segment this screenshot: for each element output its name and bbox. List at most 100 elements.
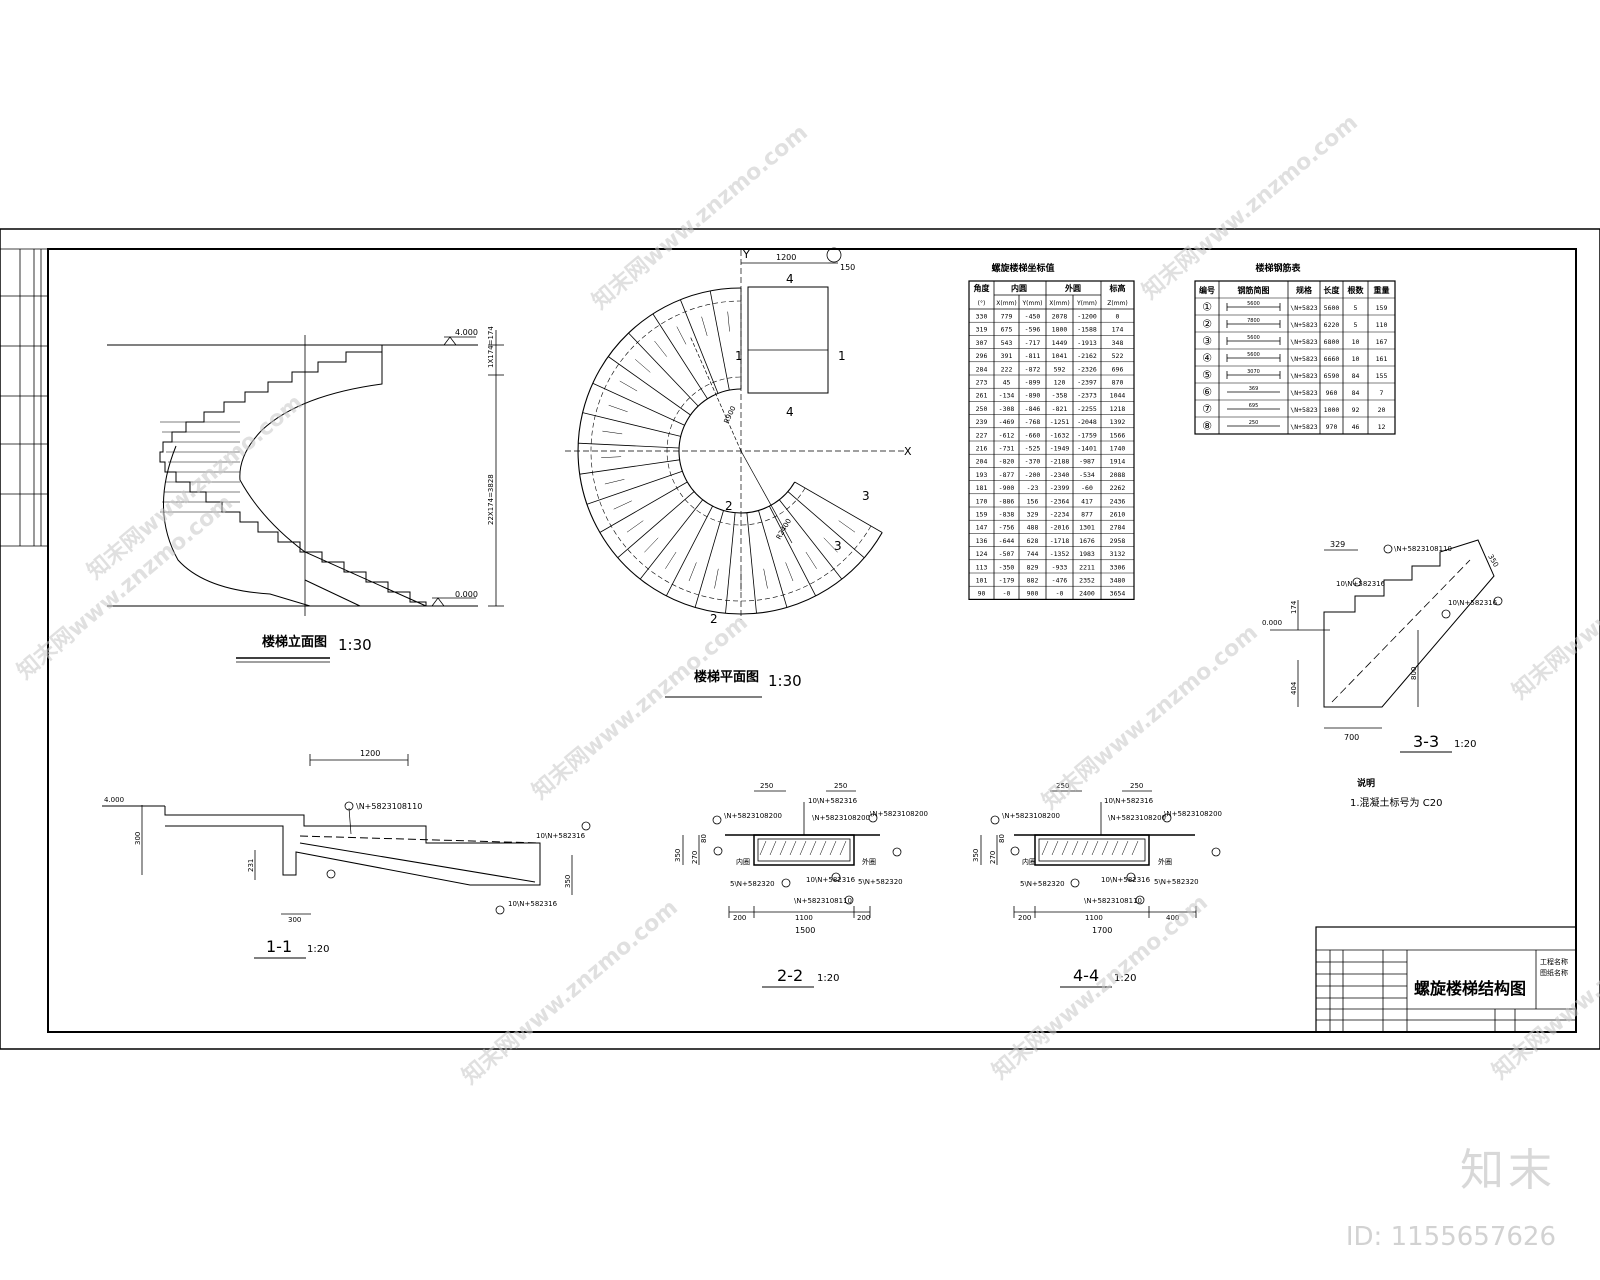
svg-text:1: 1	[838, 349, 846, 363]
brand-id: ID: 1155657626	[1345, 1222, 1556, 1252]
coord-cell: -200	[1025, 471, 1041, 479]
coord-cell: 120	[1054, 379, 1066, 387]
section-4-4-dim-total: 1700	[1092, 926, 1112, 935]
section-3-3-rebar-right: 10\N+582316	[1448, 599, 1498, 607]
coord-cell: -1632	[1050, 431, 1070, 439]
coord-cell: 829	[1027, 563, 1039, 571]
svg-text:\N+5823108200: \N+5823108200	[1108, 814, 1166, 822]
section-1-1-scale: 1:20	[307, 944, 329, 955]
rebar-number: ①	[1202, 301, 1212, 314]
section-3-3-rebar-top: \N+5823108110	[1394, 545, 1452, 553]
coord-cell: 159	[976, 511, 988, 519]
coord-cell: -350	[999, 563, 1015, 571]
coord-cell: -2188	[1050, 458, 1070, 466]
rebar-cell: 5600	[1324, 304, 1340, 312]
rebar-sketch-label: 5600	[1247, 335, 1260, 341]
rebar-cell: 46	[1352, 423, 1360, 431]
coord-cell: 1392	[1110, 418, 1126, 426]
coord-cell: -476	[1052, 577, 1068, 585]
coord-cell: -1401	[1077, 445, 1097, 453]
svg-text:5\N+582320: 5\N+582320	[1020, 880, 1065, 888]
section-3-3-scale: 1:20	[1454, 739, 1476, 750]
coord-cell: -820	[999, 458, 1015, 466]
title-block-sheet: 图纸名称	[1540, 968, 1568, 977]
watermark-text: 知末网www.znzmo.com	[527, 609, 753, 804]
plan-section-marks: 1 1 2 2 3 3 4 4	[710, 272, 870, 626]
rebar-cell: 7	[1380, 389, 1384, 397]
coord-cell: -821	[1052, 405, 1068, 413]
coord-cell: 113	[976, 563, 988, 571]
rebar-cell: 5	[1354, 304, 1358, 312]
coord-cell: -2162	[1077, 352, 1097, 360]
rebar-number: ⑥	[1202, 386, 1212, 399]
plan-view	[565, 247, 905, 620]
watermark-text: 知末网www.znzmo.com	[82, 389, 308, 584]
coord-cell: -60	[1081, 484, 1093, 492]
section-4-4-title: 4-4	[1073, 966, 1099, 985]
left-strip	[0, 248, 48, 547]
inner-frame	[47, 248, 1577, 1033]
plan-dim-1200: 1200	[776, 253, 796, 262]
rebar-cell: 167	[1376, 338, 1388, 346]
coord-cell: -644	[999, 537, 1015, 545]
coord-cell: 45	[1003, 379, 1011, 387]
section-4-4-dim-80: 80	[998, 834, 1006, 843]
coord-cell: 696	[1112, 365, 1124, 373]
elevation-scale: 1:30	[338, 636, 372, 654]
coord-cell: -811	[1025, 352, 1041, 360]
coord-cell: 2352	[1079, 577, 1095, 585]
section-4-4-dim-200: 200	[1018, 914, 1031, 922]
section-3-3-dim-174: 174	[1290, 600, 1298, 614]
svg-text:内圈: 内圈	[1022, 857, 1036, 866]
title-block-project: 工程名称	[1540, 957, 1568, 966]
coord-cell: -525	[1025, 445, 1041, 453]
section-3-3-level: 0.000	[1262, 619, 1282, 627]
coord-cell: 2211	[1079, 563, 1095, 571]
rebar-header: 重量	[1374, 285, 1390, 295]
coord-cell: 1800	[1052, 326, 1068, 334]
section-3-3-dim-700: 700	[1344, 733, 1359, 742]
coord-cell: 592	[1054, 365, 1066, 373]
rebar-sketch-label: 7800	[1247, 318, 1260, 324]
coord-cell: -1200	[1077, 313, 1097, 321]
coord-cell: 348	[1112, 339, 1124, 347]
section-3-3-dim-350: 350	[1486, 553, 1500, 569]
coord-cell: -0	[1003, 590, 1011, 598]
watermark-text: 知末网www.znzmo.com	[12, 489, 238, 684]
coord-cell: -933	[1052, 563, 1068, 571]
coord-cell: 1449	[1052, 339, 1068, 347]
rebar-cell: 6800	[1324, 338, 1340, 346]
rebar-sketch-label: 3070	[1247, 369, 1260, 375]
coord-cell: 174	[1112, 326, 1124, 334]
svg-text:3: 3	[862, 489, 870, 503]
rebar-cell: 960	[1326, 389, 1338, 397]
plan-title: 楼梯平面图	[694, 669, 759, 685]
coord-cell: -2397	[1077, 379, 1097, 387]
section-2-2-hatch	[759, 840, 847, 856]
svg-text:10\N+582316: 10\N+582316	[1101, 876, 1151, 884]
coord-cell: 675	[1001, 326, 1013, 334]
coord-cell: 216	[976, 445, 988, 453]
rebar-cell: 970	[1326, 423, 1338, 431]
elevation-top-level: 4.000	[455, 328, 478, 337]
section-4-4-hatch	[1041, 840, 1139, 856]
section-2-2-dim-200b: 200	[857, 914, 870, 922]
coord-cell: -877	[999, 471, 1015, 479]
rebar-number: ②	[1202, 318, 1212, 331]
rebar-number: ③	[1202, 335, 1212, 348]
rebar-cell: \N+5823	[1290, 389, 1317, 397]
coord-cell: 1301	[1079, 524, 1095, 532]
coord-cell: -1588	[1077, 326, 1097, 334]
coord-cell: -846	[1025, 405, 1041, 413]
section-2-2-scale: 1:20	[817, 973, 839, 984]
coord-cell: 2436	[1110, 497, 1126, 505]
section-2-2-dim-250b: 250	[834, 782, 847, 790]
svg-text:外圈: 外圈	[862, 857, 876, 866]
svg-text:10\N+582316: 10\N+582316	[806, 876, 856, 884]
section-4-4-rebar-labels: 10\N+582316 \N+5823108200 \N+5823108200 …	[1002, 797, 1222, 905]
coord-cell: -2255	[1077, 405, 1097, 413]
section-1-1-dim-350: 350	[564, 875, 572, 888]
rebar-header: 长度	[1324, 285, 1341, 295]
brand-watermark: 知末	[1460, 1145, 1556, 1196]
